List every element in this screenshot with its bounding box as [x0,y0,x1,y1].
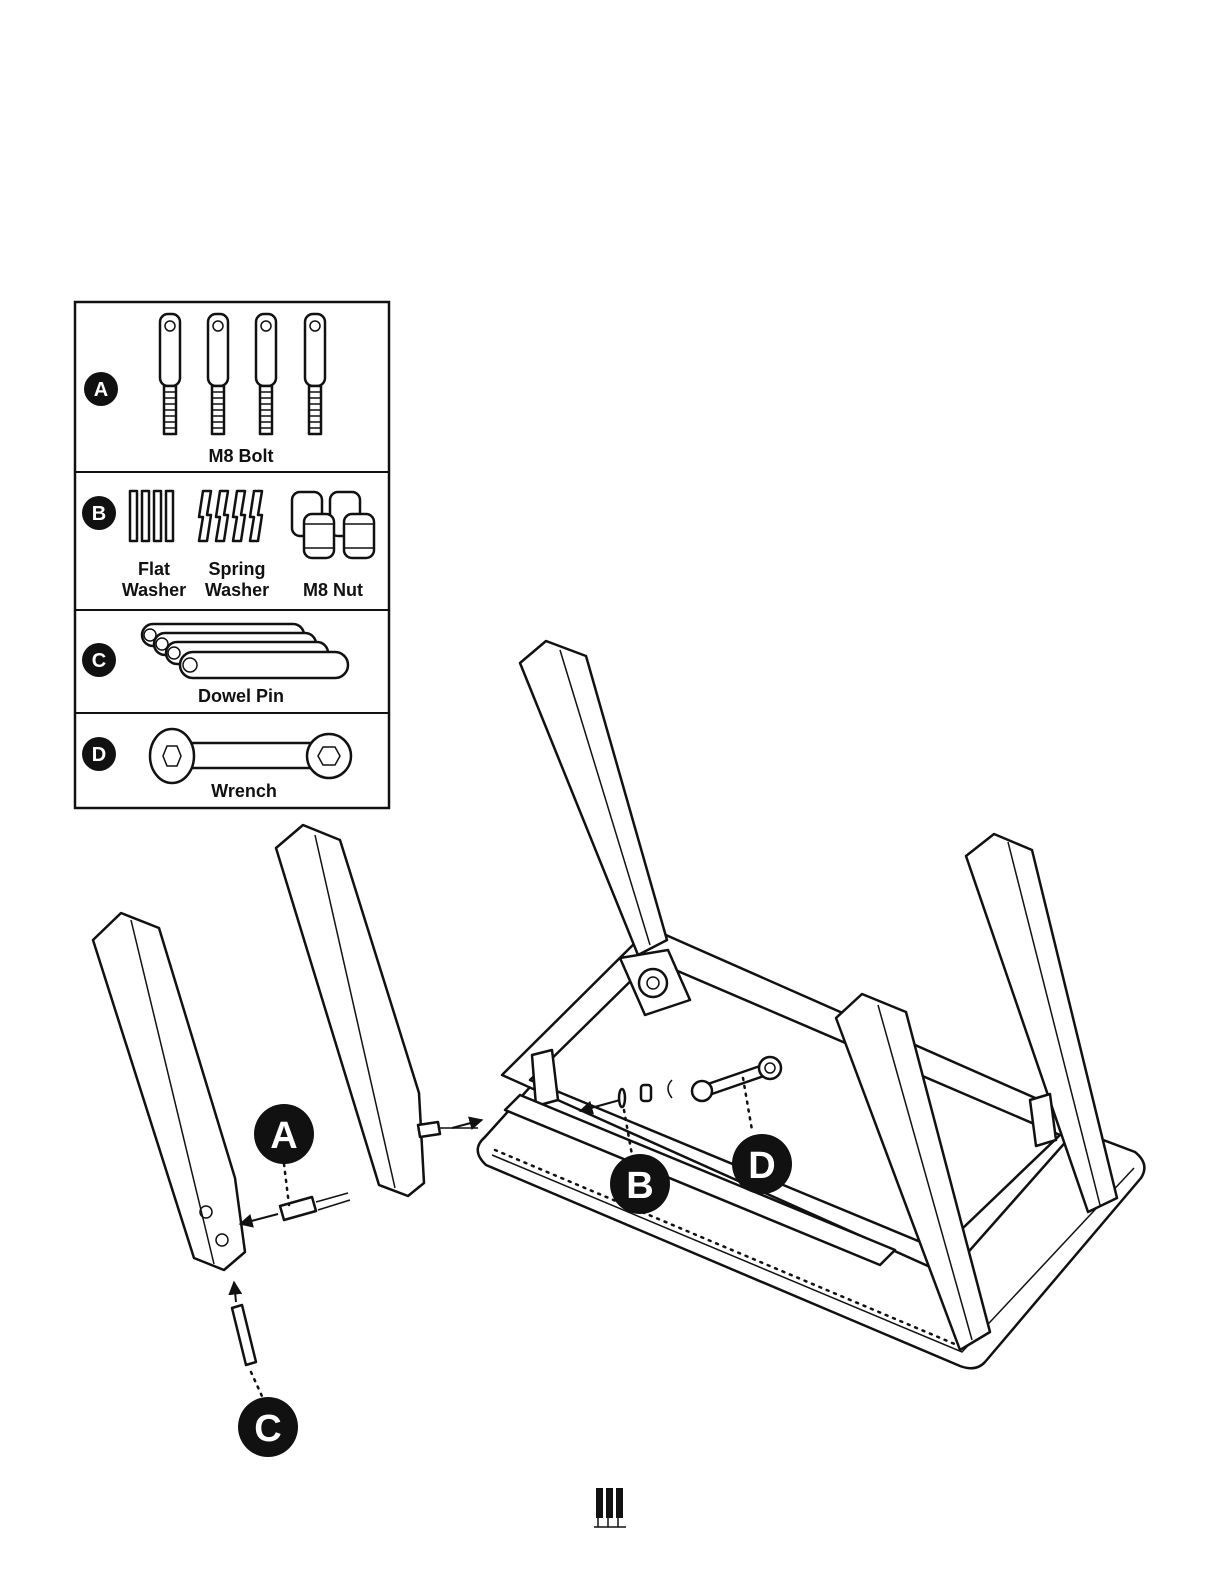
spring-washer-label-line2: Washer [205,580,269,600]
callout-a-letter: A [270,1115,297,1157]
bolt-icon [160,314,180,434]
badge-a-letter: A [94,379,108,401]
callout-b: B [610,1154,670,1214]
bolt-icon [305,314,325,434]
dowel-pin-icon [232,1282,256,1365]
table-leg [520,641,667,955]
bolt-icon [208,314,228,434]
badge-c: C [82,643,116,677]
bolt-icon [240,1193,350,1224]
flat-washer-label-line2: Washer [122,580,186,600]
nut-label: M8 Nut [303,580,363,600]
badge-c-letter: C [92,650,106,672]
badge-b: B [82,496,116,530]
callout-d-letter: D [748,1145,775,1187]
flat-washer-label-line1: Flat [138,559,170,579]
callout-c: C [238,1397,298,1457]
table-leg-detached [93,913,245,1270]
dowel-pin-label: Dowel Pin [198,686,284,706]
callout-c-letter: C [254,1408,281,1450]
badge-d-letter: D [92,744,106,766]
callout-a: A [254,1104,314,1164]
callout-b-letter: B [626,1165,653,1207]
wrench-label: Wrench [211,781,277,801]
badge-a: A [84,372,118,406]
logo-icon [594,1488,626,1527]
bolt-icon [256,314,276,434]
table-assembly [478,641,1145,1368]
corner-bracket [532,1050,558,1106]
bolt-label: M8 Bolt [209,446,274,466]
parts-list-panel: A [75,302,389,808]
badge-d: D [82,737,116,771]
corner-bracket [1030,1094,1056,1146]
callout-d: D [732,1134,792,1194]
badge-b-letter: B [92,503,106,525]
spring-washer-label-line1: Spring [209,559,266,579]
